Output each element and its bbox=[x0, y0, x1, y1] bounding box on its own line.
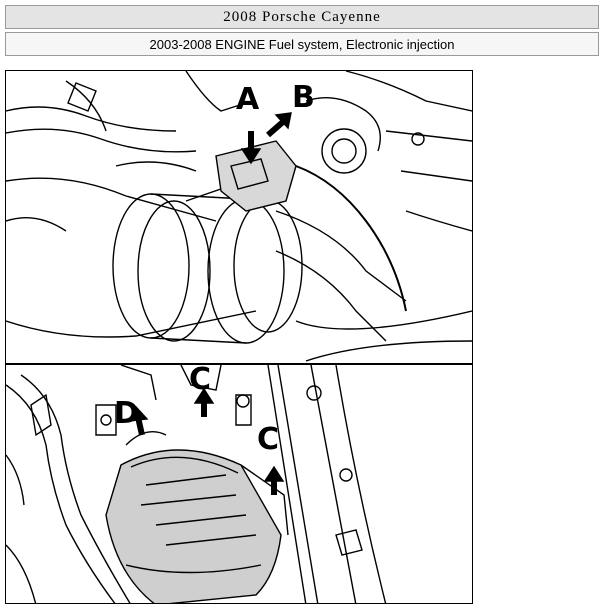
callout-b: B bbox=[292, 80, 315, 115]
document-header: 2008 Porsche Cayenne 2003-2008 ENGINE Fu… bbox=[5, 5, 599, 56]
air-filter-housing-drawing bbox=[6, 365, 387, 603]
callout-a: A bbox=[236, 82, 260, 117]
callout-c-upper: C bbox=[189, 365, 212, 397]
service-illustration: A B bbox=[5, 70, 473, 604]
section-subtitle: 2003-2008 ENGINE Fuel system, Electronic… bbox=[5, 32, 599, 56]
intake-duct-drawing bbox=[6, 71, 472, 362]
callout-d: D bbox=[114, 396, 139, 431]
illustration-panel-bottom: C C D bbox=[6, 365, 472, 603]
illustration-panel-top: A B bbox=[6, 71, 472, 365]
callout-c-lower: C bbox=[257, 422, 280, 457]
vehicle-title: 2008 Porsche Cayenne bbox=[5, 5, 599, 29]
